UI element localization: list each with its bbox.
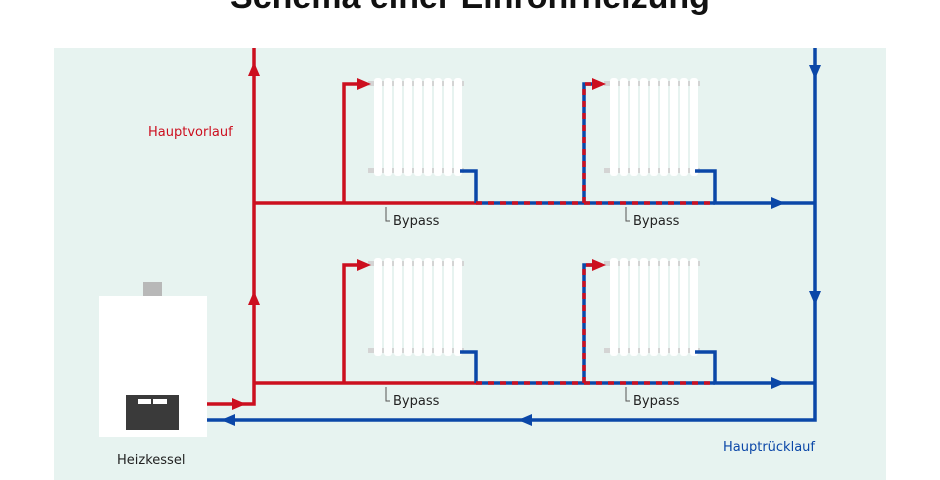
arrow-right-icon <box>592 259 606 271</box>
arrow-down-icon <box>809 291 821 305</box>
arrow-right-icon <box>357 259 371 271</box>
arrow-right-icon <box>592 78 606 90</box>
return-main-label: Hauptrücklauf <box>723 440 815 455</box>
flow-arrows <box>221 62 821 426</box>
return-main <box>207 48 817 422</box>
bypass-label: Bypass <box>633 394 680 409</box>
bypass-label: Bypass <box>393 394 440 409</box>
supply-main-label: Hauptvorlauf <box>148 125 233 140</box>
arrow-left-icon <box>518 414 532 426</box>
bypass-label: Bypass <box>393 214 440 229</box>
arrow-down-icon <box>809 65 821 79</box>
boiler-display <box>126 395 179 430</box>
arrow-left-icon <box>221 414 235 426</box>
supply-riser <box>207 48 256 406</box>
arrow-up-icon <box>248 62 260 76</box>
bypass-label: Bypass <box>633 214 680 229</box>
arrow-right-icon <box>771 377 785 389</box>
boiler <box>99 282 207 437</box>
arrow-right-icon <box>357 78 371 90</box>
arrow-right-icon <box>771 197 785 209</box>
boiler-label: Heizkessel <box>117 453 185 468</box>
diagram-title: Schema einer Einrohrheizung <box>0 0 940 17</box>
arrow-right-icon <box>232 398 246 410</box>
arrow-up-icon <box>248 291 260 305</box>
